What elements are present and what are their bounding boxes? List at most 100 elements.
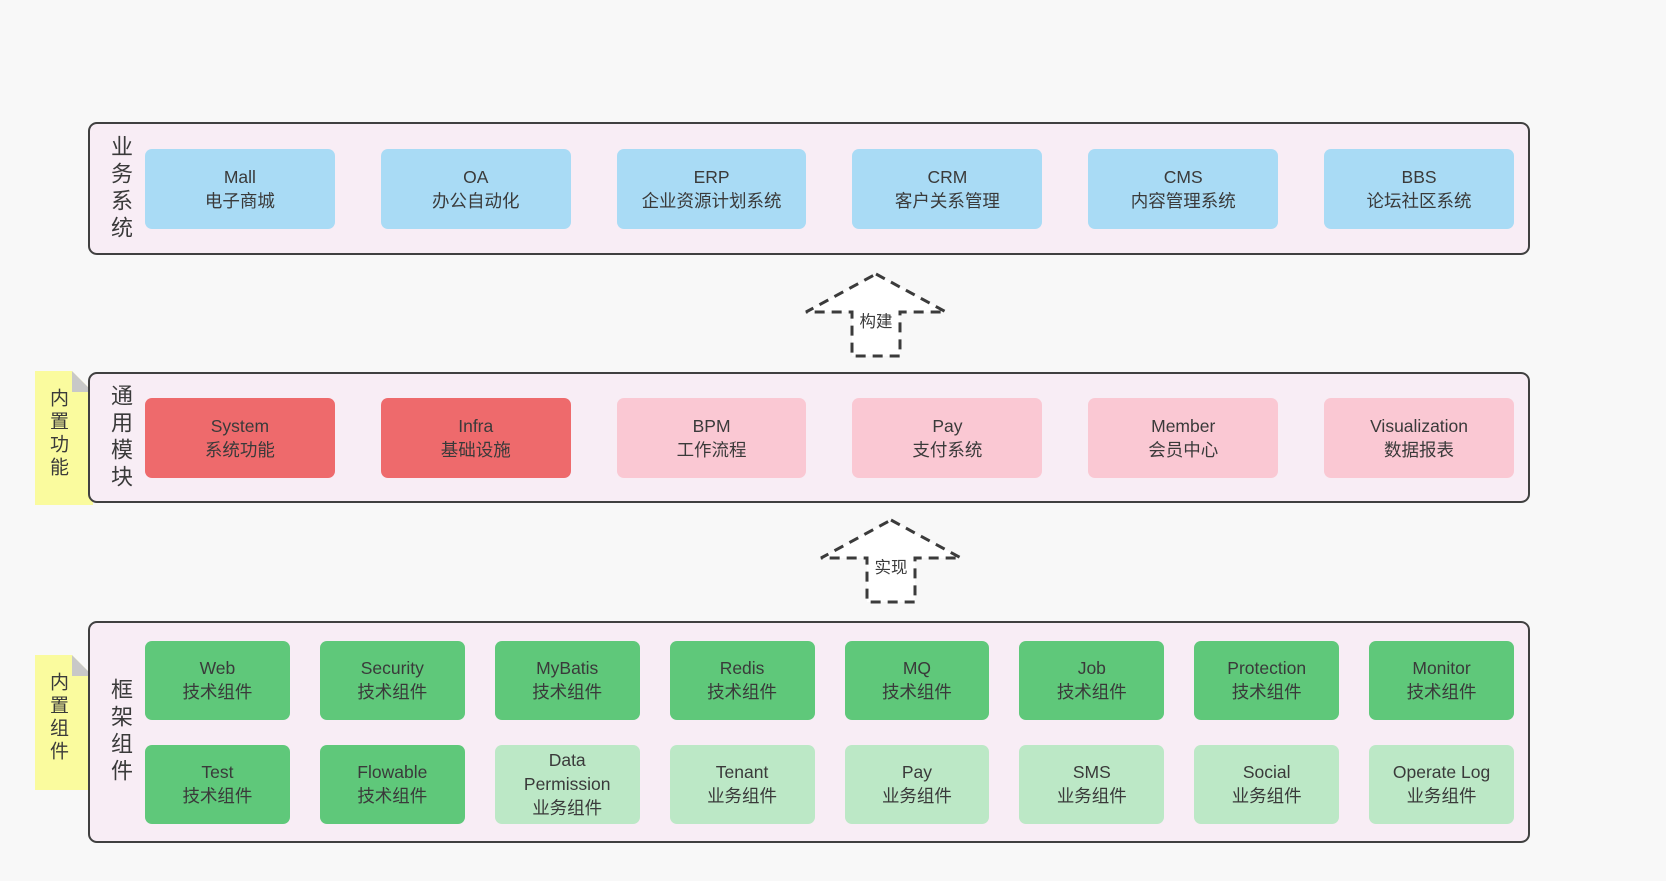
box-cms: CMS 内容管理系统 <box>1088 148 1279 229</box>
box-subtitle: 办公自动化 <box>431 190 520 211</box>
box-title: ERP <box>693 166 730 187</box>
box-subtitle: 技术组件 <box>707 682 778 702</box>
box-subtitle: 技术组件 <box>1406 682 1477 702</box>
box-flowable: Flowable 技术组件 <box>319 744 465 824</box>
box-subtitle: 基础设施 <box>440 439 511 460</box>
note-label: 内置功能 <box>47 388 68 480</box>
box-subtitle: 业务组件 <box>1231 786 1302 806</box>
box-subtitle: 业务组件 <box>1056 786 1127 806</box>
box-mybatis: MyBatis 技术组件 <box>494 640 640 720</box>
box-title: Monitor <box>1412 658 1471 678</box>
box-member: Member 会员中心 <box>1088 397 1279 478</box>
box-subtitle: 业务组件 <box>532 798 603 818</box>
box-infra: Infra 基础设施 <box>380 397 571 478</box>
note-built-in-functions: 内置功能 <box>35 371 93 505</box>
box-title: Flowable <box>357 762 428 782</box>
box-subtitle: 技术组件 <box>881 682 952 702</box>
box-title: MQ <box>902 658 932 678</box>
box-subtitle: 技术组件 <box>357 786 428 806</box>
box-title: OA <box>463 166 489 187</box>
arrow-build-label: 构建 <box>860 312 893 331</box>
box-subtitle: 业务组件 <box>881 786 952 806</box>
box-pay: Pay 支付系统 <box>852 397 1043 478</box>
box-data-permission: Data Permission 业务组件 <box>494 744 640 824</box>
box-subtitle: 支付系统 <box>912 439 983 460</box>
box-title: Test <box>201 762 234 782</box>
box-operate-log: Operate Log 业务组件 <box>1369 744 1514 824</box>
box-title: Tenant <box>715 762 769 782</box>
box-title: Data Permission <box>523 750 611 794</box>
note-built-in-components: 内置组件 <box>35 655 93 790</box>
box-security: Security 技术组件 <box>319 640 465 720</box>
box-title: Social <box>1242 762 1291 782</box>
layer-title: 框架组件 <box>96 623 144 841</box>
layer-title-text: 通用模块 <box>108 383 133 492</box>
box-title: Mall <box>223 166 256 187</box>
box-title: Security <box>360 658 424 678</box>
box-subtitle: 企业资源计划系统 <box>641 190 782 211</box>
box-erp: ERP 企业资源计划系统 <box>616 148 807 229</box>
up-arrow-build-icon: 构建 <box>805 272 947 358</box>
box-title: Member <box>1151 415 1216 436</box>
box-tenant: Tenant 业务组件 <box>669 744 815 824</box>
box-title: System <box>210 415 270 436</box>
box-subtitle: 数据报表 <box>1384 439 1455 460</box>
box-subtitle: 工作流程 <box>676 439 747 460</box>
box-title: Pay <box>932 415 963 436</box>
box-title: Pay <box>901 762 933 782</box>
box-subtitle: 会员中心 <box>1148 439 1219 460</box>
layer-title-text: 业务系统 <box>108 134 133 243</box>
box-test: Test 技术组件 <box>145 744 290 824</box>
box-subtitle: 论坛社区系统 <box>1366 190 1472 211</box>
layer-title: 业务系统 <box>96 124 144 253</box>
box-mq: MQ 技术组件 <box>844 640 990 720</box>
box-redis: Redis 技术组件 <box>669 640 815 720</box>
note-label: 内置组件 <box>47 672 68 764</box>
box-subtitle: 技术组件 <box>1056 682 1127 702</box>
box-subtitle: 技术组件 <box>182 682 253 702</box>
box-title: Visualization <box>1370 415 1469 436</box>
box-title: BBS <box>1401 166 1437 187</box>
layer-title: 通用模块 <box>96 374 144 501</box>
box-pay: Pay 业务组件 <box>844 744 990 824</box>
box-monitor: Monitor 技术组件 <box>1369 640 1514 720</box>
box-subtitle: 技术组件 <box>182 786 253 806</box>
box-subtitle: 客户关系管理 <box>894 190 1000 211</box>
box-sms: SMS 业务组件 <box>1019 744 1165 824</box>
box-title: Infra <box>458 415 494 436</box>
arrow-implement-label: 实现 <box>875 558 908 577</box>
box-subtitle: 业务组件 <box>707 786 778 806</box>
box-subtitle: 业务组件 <box>1406 786 1477 806</box>
box-visualization: Visualization 数据报表 <box>1324 397 1514 478</box>
box-title: SMS <box>1072 762 1111 782</box>
box-social: Social 业务组件 <box>1194 744 1340 824</box>
box-protection: Protection 技术组件 <box>1194 640 1340 720</box>
box-title: MyBatis <box>536 658 599 678</box>
box-subtitle: 技术组件 <box>357 682 428 702</box>
box-title: Operate Log <box>1392 762 1491 782</box>
box-subtitle: 内容管理系统 <box>1130 190 1236 211</box>
box-title: Protection <box>1227 658 1307 678</box>
box-title: BPM <box>692 415 731 436</box>
box-bbs: BBS 论坛社区系统 <box>1324 148 1514 229</box>
box-title: Redis <box>719 658 765 678</box>
box-bpm: BPM 工作流程 <box>616 397 807 478</box>
layer-common-modules: 通用模块 System 系统功能 Infra 基础设施 BPM 工作流程 Pay 支付系统 Me… <box>88 372 1530 503</box>
box-subtitle: 系统功能 <box>204 439 275 460</box>
common-boxes: System 系统功能 Infra 基础设施 BPM 工作流程 Pay 支付系统 Member 会… <box>145 374 1514 501</box>
box-title: Web <box>199 658 236 678</box>
layer-title-text: 框架组件 <box>108 678 133 786</box>
box-system: System 系统功能 <box>145 397 335 478</box>
box-title: CMS <box>1163 166 1203 187</box>
box-oa: OA 办公自动化 <box>380 148 571 229</box>
box-subtitle: 技术组件 <box>1231 682 1302 702</box>
box-mall: Mall 电子商城 <box>145 148 335 229</box>
box-subtitle: 电子商城 <box>204 190 275 211</box>
box-subtitle: 技术组件 <box>532 682 603 702</box>
